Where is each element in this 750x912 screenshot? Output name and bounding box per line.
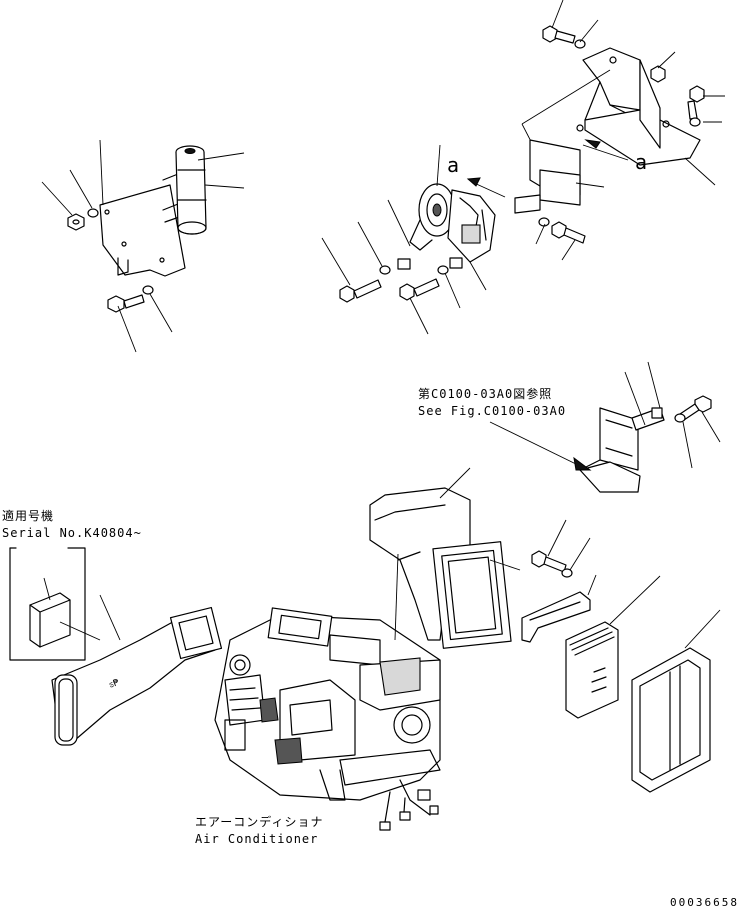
compressor-bracket-lower [466, 139, 605, 261]
view-ref-upper: a [447, 153, 460, 177]
bolt-icon [687, 85, 705, 120]
washer-icon [142, 285, 154, 295]
filter-cover-parts [521, 519, 721, 793]
washer-icon [561, 568, 573, 578]
nut-icon [67, 213, 85, 231]
document-number: 00036658 [670, 896, 739, 909]
svg-text:ಽ₱: ಽ₱ [108, 678, 122, 691]
bolt-icon [339, 279, 382, 303]
fig-reference-en: See Fig.C0100-03A0 [418, 404, 567, 418]
filter-case [631, 609, 721, 793]
top-air-duct [369, 467, 521, 649]
bolt-icon [542, 25, 576, 44]
washer-icon [674, 413, 686, 423]
ac-mount-bracket [489, 361, 721, 493]
drier-mounting-plate [99, 184, 186, 277]
receiver-drier-assembly [41, 139, 245, 353]
air-filter [565, 575, 661, 719]
bolt-icon [551, 221, 586, 244]
bolt-icon [531, 550, 567, 573]
washer-icon [437, 265, 449, 275]
view-ref-lower: a [635, 150, 648, 174]
unit-label-en: Air Conditioner [195, 832, 319, 846]
side-air-duct: ಽ₱ [51, 594, 223, 746]
filter-pad [29, 592, 71, 648]
washer-icon [379, 265, 391, 275]
compressor-hardware [321, 221, 463, 335]
fig-reference-jp: 第C0100-03A0図参照 [418, 387, 553, 401]
compressor [387, 144, 496, 291]
serial-box [9, 547, 101, 661]
washer-icon [87, 208, 99, 218]
air-conditioner-unit [214, 553, 441, 831]
serial-label-en: Serial No.K40804~ [2, 526, 142, 540]
bolt-icon [399, 278, 440, 301]
unit-label-jp: エアーコンディショナ [195, 815, 324, 829]
washer-icon [689, 117, 701, 127]
compressor-bracket-upper [521, 0, 725, 186]
serial-label-jp: 適用号機 [2, 509, 55, 523]
receiver-drier [175, 145, 207, 235]
nut-icon [650, 65, 666, 83]
washer-icon [538, 217, 550, 227]
bolt-icon [107, 294, 145, 313]
washer-icon [574, 39, 586, 49]
